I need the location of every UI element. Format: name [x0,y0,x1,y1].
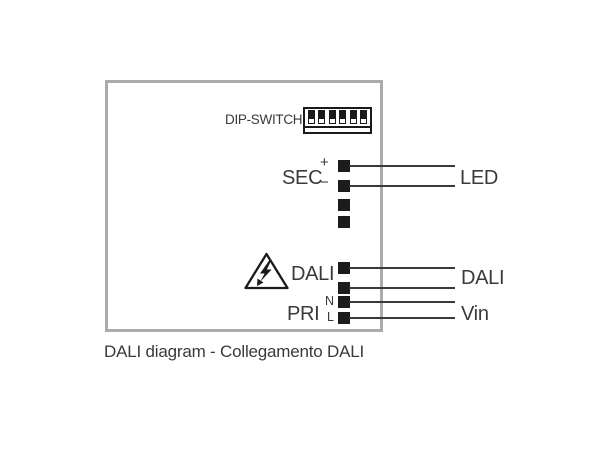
dip-switch-lever [328,110,336,124]
dali-external-label: DALI [461,267,505,289]
terminal-unused-1 [338,199,350,211]
dip-switch-lever [349,110,357,124]
led-output-label: LED [460,167,499,189]
sec-label: SEC [282,167,323,189]
sec-plus-label: + [320,154,329,171]
dip-switch-icon [303,107,372,134]
terminal-pri-l [338,312,350,324]
wire-dali-a [349,267,455,269]
lightning-bolt-icon [260,260,272,282]
high-voltage-warning-triangle-icon [244,252,289,290]
dali-internal-label: DALI [291,263,335,285]
dip-switch-lever [359,110,367,124]
wire-sec-minus-to-led [349,185,455,187]
vin-label: Vin [461,303,489,325]
dip-switch-lever [318,110,326,124]
terminal-dali-b [338,282,350,294]
dip-switch-row [305,109,370,126]
terminal-dali-a [338,262,350,274]
wire-pri-l-to-vin [349,317,455,319]
pri-l-label: L [327,310,334,324]
terminal-pri-n [338,296,350,308]
wire-dali-b [349,287,455,289]
dip-switch-lever [339,110,347,124]
pri-label: PRI [287,303,320,325]
dip-switch-label: DIP-SWITCH [225,112,303,127]
terminal-sec-minus [338,180,350,192]
pri-n-label: N [325,294,334,308]
wire-pri-n-to-vin [349,301,455,303]
terminal-sec-plus [338,160,350,172]
diagram-caption: DALI diagram - Collegamento DALI [104,342,365,361]
sec-minus-label: − [320,174,329,191]
dip-switch-base-strip [305,126,370,132]
terminal-unused-2 [338,216,350,228]
dip-switch-lever [308,110,315,124]
wire-sec-plus-to-led [349,165,455,167]
